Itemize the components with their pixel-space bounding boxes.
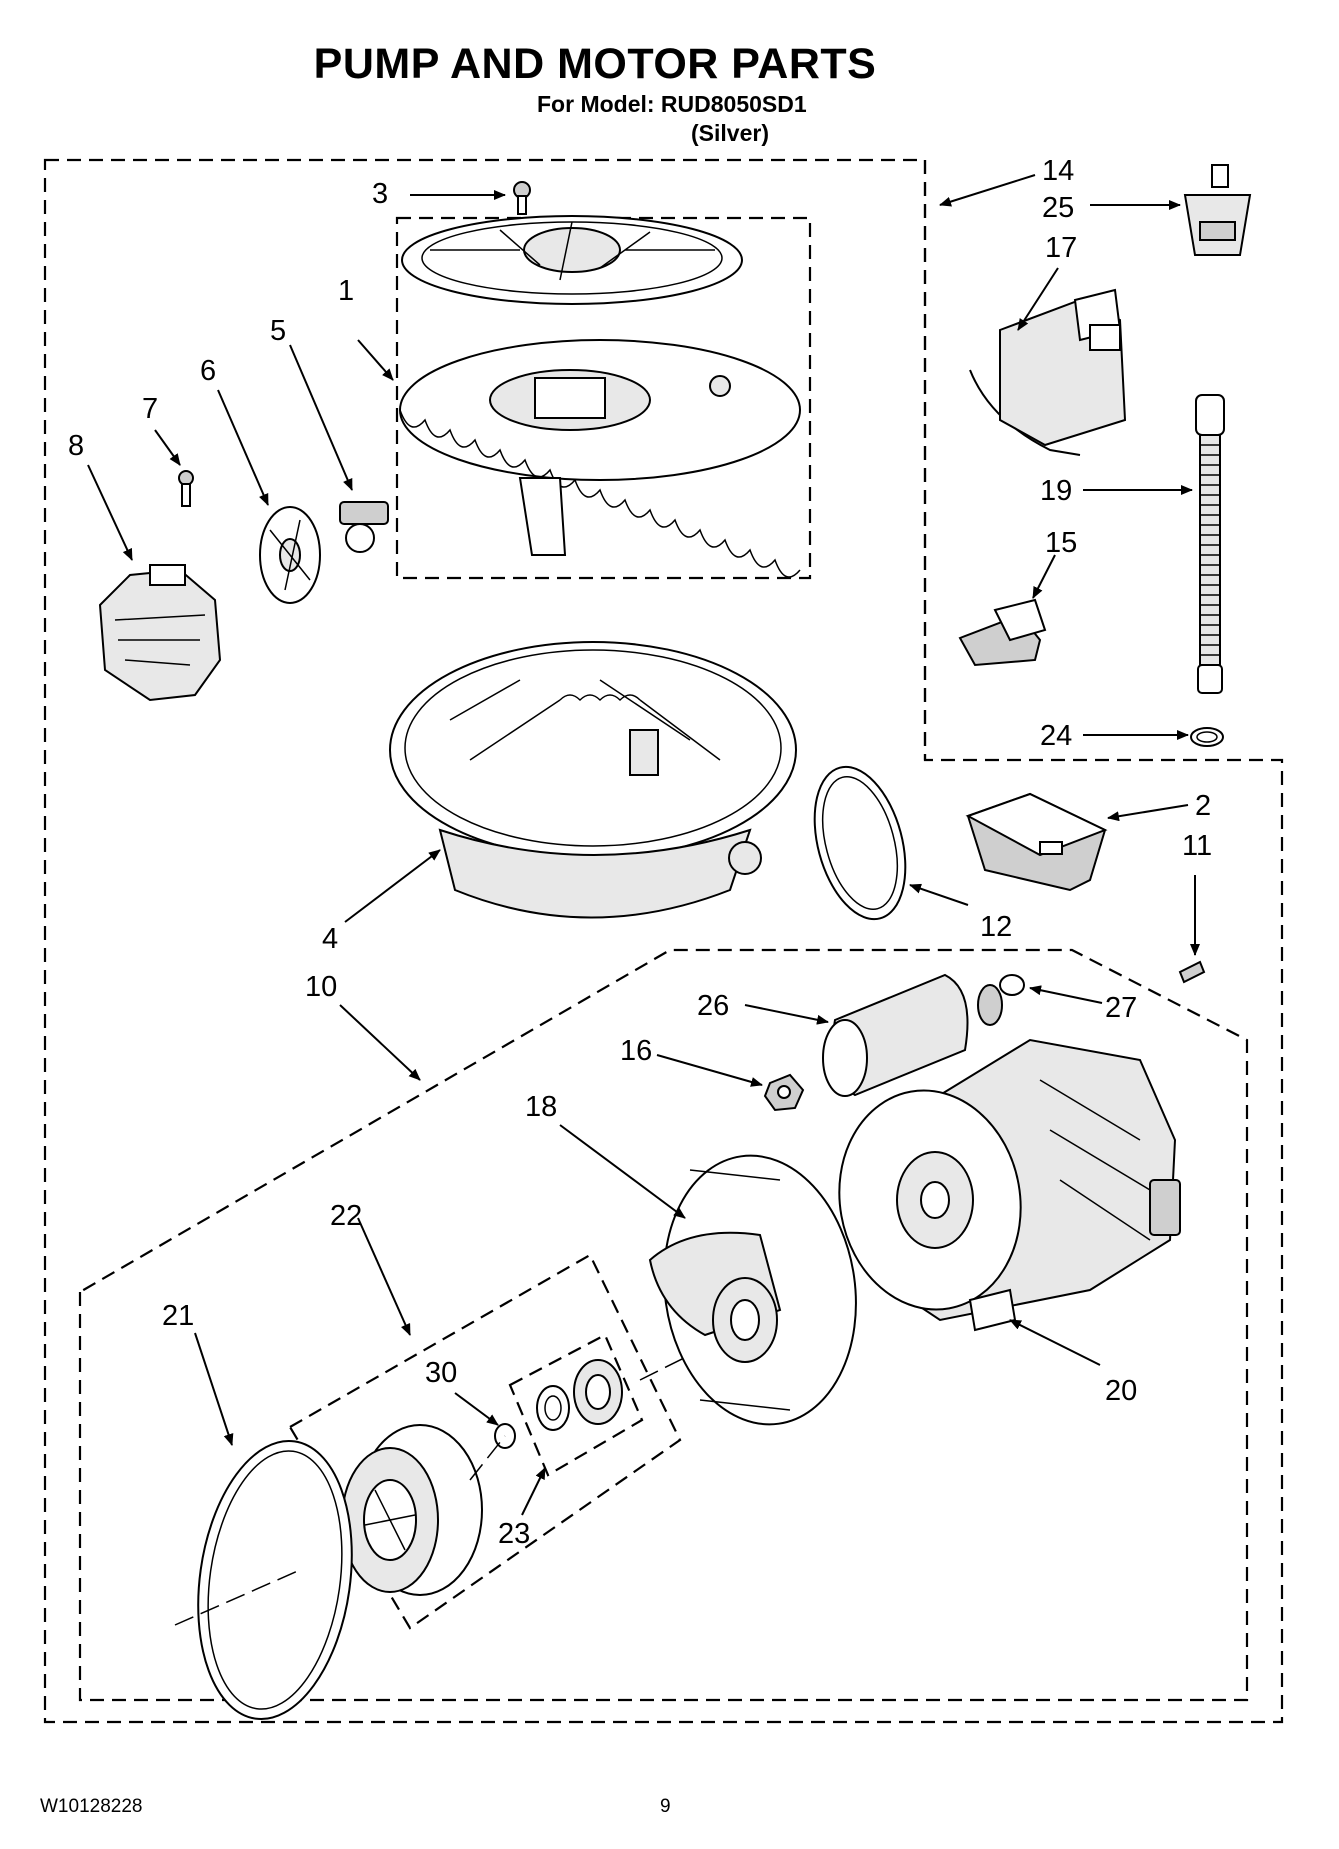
seal-group-23-boundary: [508, 1333, 644, 1477]
capacitor-part-26: [822, 973, 1003, 1097]
seal-part-23: [536, 1359, 623, 1431]
sump-part-4: [389, 641, 797, 919]
page-title: PUMP AND MOTOR PARTS: [313, 40, 877, 88]
page-number: 9: [660, 1796, 671, 1817]
document-number: W10128228: [40, 1796, 143, 1817]
callout-2: 2: [1195, 790, 1211, 822]
leader-arrows: [87, 174, 1200, 1516]
nut-part-16: [763, 1073, 805, 1112]
washer-part-27: [999, 974, 1025, 996]
callout-10: 10: [305, 971, 337, 1003]
screw-part-7: [178, 470, 194, 507]
callout-23: 23: [498, 1518, 530, 1550]
pump-housing-part-18: [648, 1154, 857, 1426]
gasket-part-12: [813, 765, 907, 921]
callout-1: 1: [338, 275, 354, 307]
callout-21: 21: [162, 1300, 194, 1332]
hose-part-19: [1195, 394, 1225, 694]
callout-20: 20: [1105, 1375, 1137, 1407]
filter-housing-part-1: [399, 215, 801, 578]
assembly-axis-line: [174, 1354, 691, 1626]
callout-11: 11: [1182, 830, 1212, 862]
callout-15: 15: [1045, 527, 1077, 559]
valve-part-25: [1183, 164, 1252, 256]
bracket-part-17: [969, 288, 1127, 456]
callout-16: 16: [620, 1035, 652, 1067]
sensor-part-2: [965, 792, 1108, 892]
gasket-part-21: [197, 1439, 353, 1721]
bracket-part-5: [339, 501, 389, 553]
callout-12: 12: [980, 911, 1012, 943]
motor-assembly-boundary: [78, 948, 1249, 1702]
callout-25: 25: [1042, 192, 1074, 224]
clamp-part-24: [1190, 727, 1224, 747]
callout-3: 3: [372, 178, 388, 210]
callout-19: 19: [1040, 475, 1072, 507]
motor-part-20: [838, 1038, 1181, 1332]
screw-part-3: [513, 181, 531, 215]
callout-30: 30: [425, 1357, 457, 1389]
callout-27: 27: [1105, 992, 1137, 1024]
impeller-housing-part-22: [341, 1424, 483, 1596]
callout-5: 5: [270, 315, 286, 347]
callout-14: 14: [1042, 155, 1074, 187]
callout-8: 8: [68, 430, 84, 462]
callout-24: 24: [1040, 720, 1072, 752]
callout-22: 22: [330, 1200, 362, 1232]
model-variant: (Silver): [691, 120, 769, 146]
screw-part-11: [1178, 960, 1206, 984]
callout-7: 7: [142, 393, 158, 425]
model-line: For Model: RUD8050SD1: [537, 91, 807, 117]
cover-part-8: [98, 564, 222, 702]
clip-part-15: [958, 598, 1047, 667]
callout-26: 26: [697, 990, 729, 1022]
disc-part-6: [259, 506, 321, 604]
callout-18: 18: [525, 1091, 557, 1123]
callout-6: 6: [200, 355, 216, 387]
callout-4: 4: [322, 923, 338, 955]
callout-17: 17: [1045, 232, 1077, 264]
